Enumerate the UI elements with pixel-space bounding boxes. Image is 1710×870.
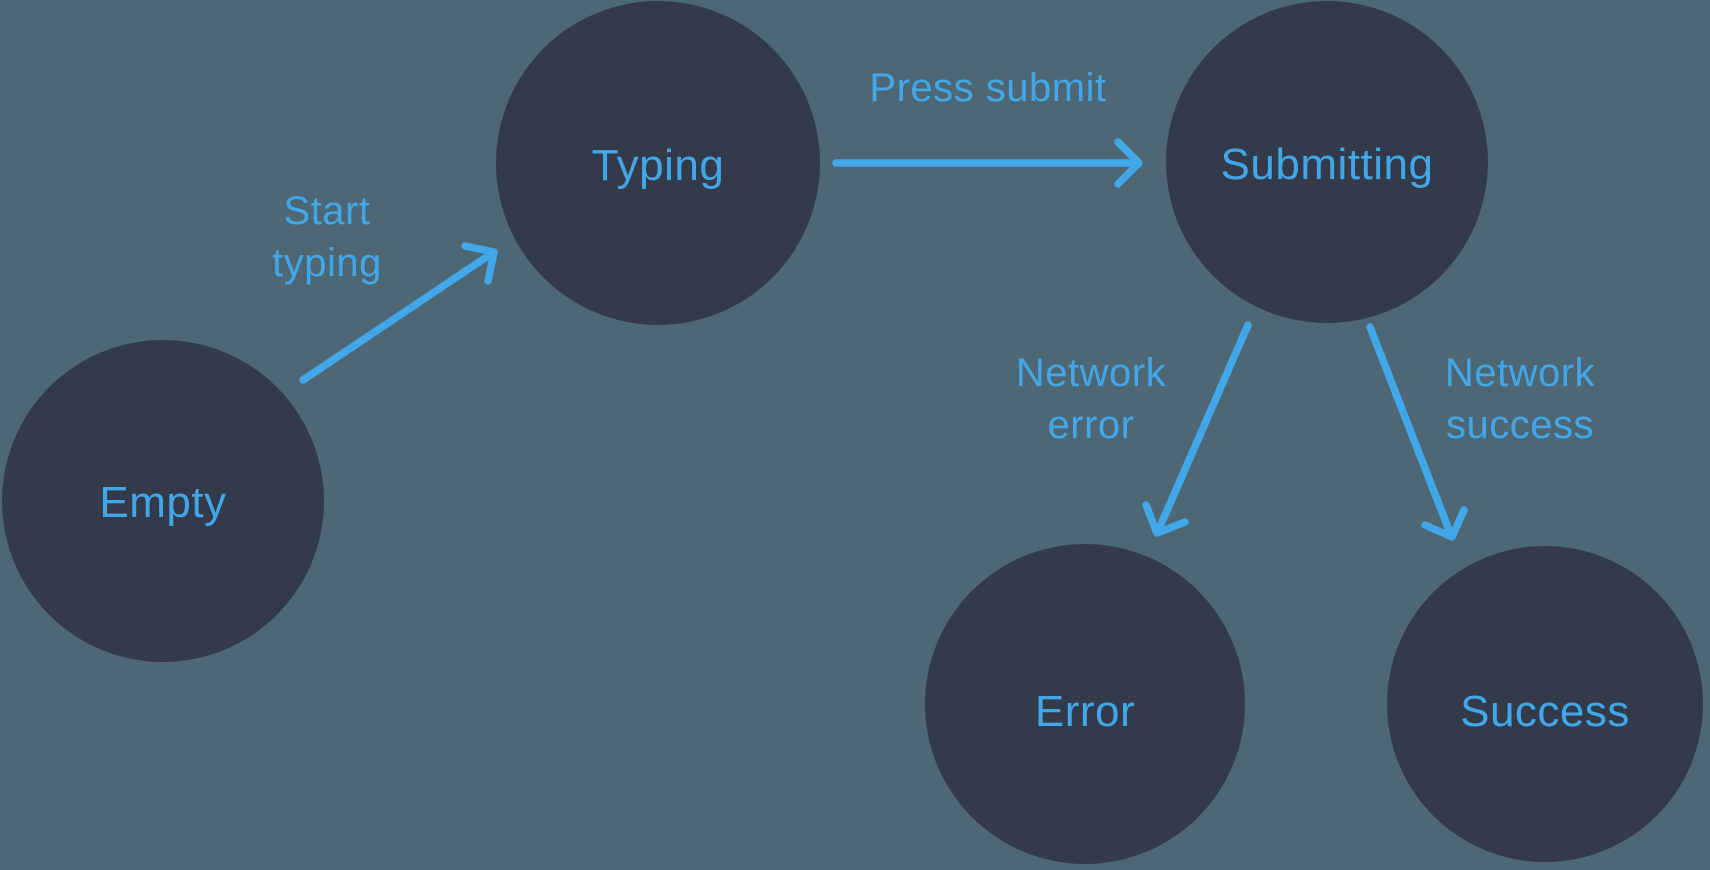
transition-label-press-submit: Press submit xyxy=(869,66,1106,110)
transition-network-error: Network error xyxy=(1016,321,1252,537)
transition-label-network-error-line1: Network xyxy=(1016,351,1167,395)
transition-label-network-error-line2: error xyxy=(1048,403,1135,447)
state-node-typing: Typing xyxy=(496,1,820,325)
transition-label-start-typing-line2: typing xyxy=(272,241,382,285)
arrow-network-success-head-icon xyxy=(1421,506,1468,541)
state-label-error: Error xyxy=(1035,687,1135,736)
transition-label-network-success-line2: success xyxy=(1446,403,1594,447)
arrow-start-typing-shaft xyxy=(299,250,495,384)
state-node-success: Success xyxy=(1387,546,1703,862)
arrow-start-typing-head-icon xyxy=(461,242,498,285)
state-label-typing: Typing xyxy=(592,141,725,190)
arrow-network-success-shaft xyxy=(1366,323,1453,534)
transition-label-start-typing-line1: Start xyxy=(284,189,371,233)
state-circle-submitting xyxy=(1166,1,1488,323)
state-node-submitting: Submitting xyxy=(1166,1,1488,323)
arrow-network-error-shaft xyxy=(1155,321,1252,533)
transition-start-typing: Start typing xyxy=(272,189,498,384)
transition-label-network-success-line1: Network xyxy=(1445,351,1596,395)
transition-network-success: Network success xyxy=(1366,323,1596,541)
state-label-success: Success xyxy=(1460,687,1630,736)
state-node-error: Error xyxy=(925,544,1245,864)
transition-press-submit: Press submit xyxy=(832,66,1143,188)
state-label-empty: Empty xyxy=(99,478,226,527)
state-node-empty: Empty xyxy=(2,340,324,662)
arrow-network-error-head-icon xyxy=(1142,501,1189,537)
state-circle-error xyxy=(925,544,1245,864)
state-circle-success xyxy=(1387,546,1703,862)
state-label-submitting: Submitting xyxy=(1221,140,1434,189)
arrow-press-submit-head-icon xyxy=(1114,138,1143,188)
state-circle-empty xyxy=(2,340,324,662)
state-circle-typing xyxy=(496,1,820,325)
